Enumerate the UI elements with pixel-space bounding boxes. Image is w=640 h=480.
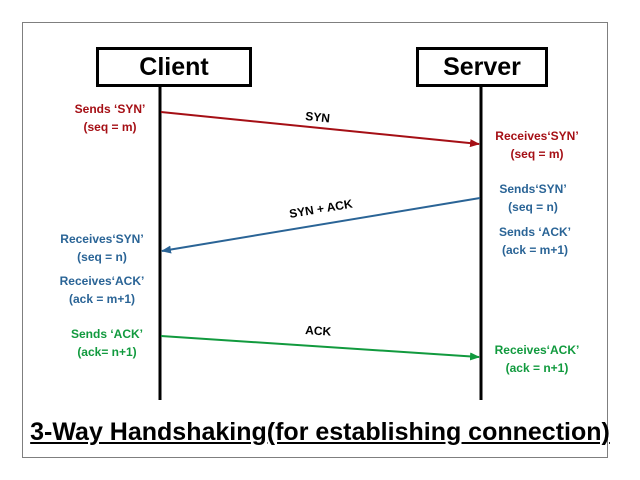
- note-line: Sends‘SYN’: [499, 182, 567, 196]
- note-line: (ack= n+1): [77, 345, 137, 359]
- server-sends-ack-note: Sends ‘ACK’ (ack = m+1): [490, 223, 580, 259]
- server-box: Server: [416, 47, 548, 87]
- server-sends-syn-note: Sends‘SYN’ (seq = n): [492, 180, 574, 216]
- server-receives-syn-note: Receives‘SYN’ (seq = m): [492, 127, 582, 163]
- note-line: (seq = m): [83, 120, 137, 134]
- note-line: Sends ‘ACK’: [498, 225, 571, 239]
- ack-arrow: [160, 335, 480, 361]
- note-line: Receives‘SYN’: [60, 232, 144, 246]
- note-line: (ack = n+1): [505, 361, 569, 375]
- ack-label: ACK: [305, 323, 332, 339]
- client-label: Client: [139, 52, 209, 81]
- note-line: (seq = m): [510, 147, 564, 161]
- diagram-frame: [22, 22, 608, 458]
- syn-arrow: [160, 111, 480, 148]
- note-line: Receives‘ACK’: [59, 274, 145, 288]
- note-line: (seq = n): [508, 200, 558, 214]
- server-receives-ack-note: Receives‘ACK’ (ack = n+1): [490, 341, 584, 377]
- synack-arrow: [161, 197, 481, 254]
- synack-label: SYN + ACK: [288, 197, 354, 221]
- note-line: (ack = m+1): [68, 292, 136, 306]
- client-sends-syn-note: Sends ‘SYN’ (seq = m): [70, 100, 150, 136]
- server-label: Server: [443, 52, 521, 81]
- note-line: Receives‘ACK’: [494, 343, 580, 357]
- note-line: Receives‘SYN’: [495, 129, 579, 143]
- note-line: (seq = n): [77, 250, 127, 264]
- note-line: (ack = m+1): [501, 243, 569, 257]
- client-receives-syn-note: Receives‘SYN’ (seq = n): [52, 230, 152, 266]
- diagram-caption: 3-Way Handshaking(for establishing conne…: [30, 418, 610, 446]
- client-receives-ack-note: Receives‘ACK’ (ack = m+1): [52, 272, 152, 308]
- note-line: Sends ‘ACK’: [70, 327, 143, 341]
- note-line: Sends ‘SYN’: [74, 102, 146, 116]
- client-sends-ack-note: Sends ‘ACK’ (ack= n+1): [62, 325, 152, 361]
- client-box: Client: [96, 47, 252, 87]
- syn-label: SYN: [305, 109, 331, 125]
